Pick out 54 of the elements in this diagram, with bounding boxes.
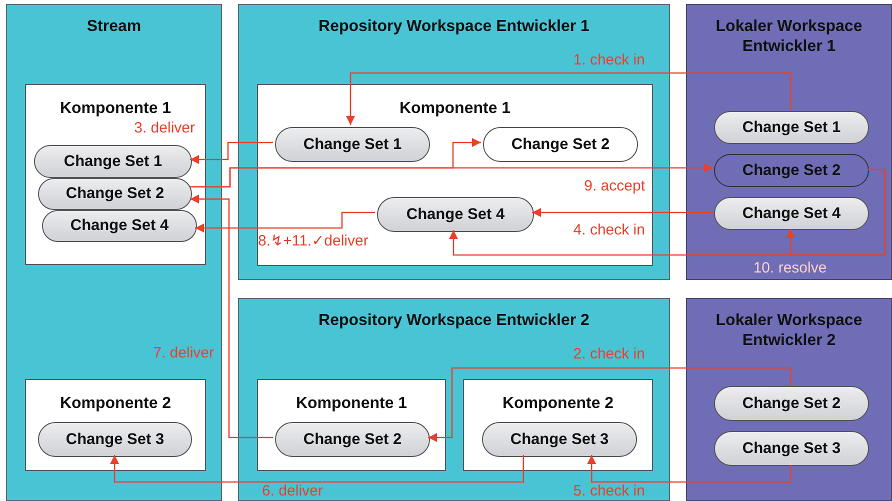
- arrow: [587, 455, 792, 483]
- workspace-panel: [686, 298, 892, 501]
- component-title: Komponente 2: [58, 394, 172, 414]
- component-title: Komponente 1: [58, 99, 172, 119]
- component-box: [25, 84, 206, 265]
- change-set-pill: Change Set 4: [42, 210, 197, 242]
- component-box: [463, 379, 653, 471]
- panel-title: Lokaler Workspace Entwickler 1: [714, 17, 864, 57]
- change-set-pill: Change Set 2: [483, 127, 638, 162]
- workspace-panel: [686, 4, 892, 280]
- edge-label: 7. deliver: [153, 344, 214, 362]
- change-set-pill: Change Set 3: [38, 422, 192, 457]
- component-title: Komponente 2: [501, 394, 615, 414]
- change-set-pill: Change Set 4: [714, 197, 869, 230]
- panel-title: Repository Workspace Entwickler 2: [318, 311, 590, 331]
- arrow: [190, 142, 273, 164]
- panel-title: Repository Workspace Entwickler 1: [318, 17, 590, 37]
- component-title: Komponente 1: [294, 394, 408, 414]
- edge-label: 2. check in: [573, 346, 645, 362]
- arrow: [346, 72, 792, 125]
- edge-label: 8.↯+11.✓deliver: [258, 232, 368, 250]
- change-set-pill: Change Set 1: [34, 145, 192, 178]
- edge-label: 3. deliver: [134, 120, 195, 136]
- change-set-pill: Change Set 4: [377, 197, 534, 232]
- edge-label: 6. deliver: [262, 482, 323, 500]
- component-box: [25, 379, 206, 471]
- arrow: [190, 194, 273, 438]
- change-set-pill: Change Set 3: [482, 422, 637, 457]
- change-set-pill: Change Set 3: [714, 431, 869, 466]
- workspace-panel: [6, 4, 222, 501]
- edge-label: 4. check in: [573, 222, 645, 238]
- change-set-pill: Change Set 2: [714, 154, 869, 187]
- panel-title: Lokaler Workspace Entwickler 2: [714, 311, 864, 351]
- arrow: [786, 168, 886, 256]
- arrow: [195, 212, 375, 232]
- edge-label: 1. check in: [573, 52, 645, 68]
- component-title: Komponente 1: [398, 99, 512, 119]
- edge-label: 10. resolve: [753, 260, 827, 276]
- arrow: [110, 455, 524, 483]
- change-set-pill: Change Set 1: [714, 111, 869, 144]
- component-box: [257, 84, 653, 266]
- change-set-pill: Change Set 2: [38, 178, 192, 210]
- arrow: [532, 208, 713, 217]
- arrow: [428, 367, 792, 442]
- edge-label: 5. check in: [573, 482, 645, 500]
- arrow: [190, 138, 481, 188]
- change-set-pill: Change Set 1: [275, 127, 430, 162]
- panel-title: Stream: [86, 17, 142, 37]
- change-set-pill: Change Set 2: [714, 386, 869, 421]
- change-set-pill: Change Set 2: [275, 422, 430, 457]
- workspace-panel: [238, 4, 670, 280]
- edge-label: 9. accept: [584, 178, 645, 194]
- component-box: [257, 379, 446, 471]
- workspace-panel: [238, 298, 670, 501]
